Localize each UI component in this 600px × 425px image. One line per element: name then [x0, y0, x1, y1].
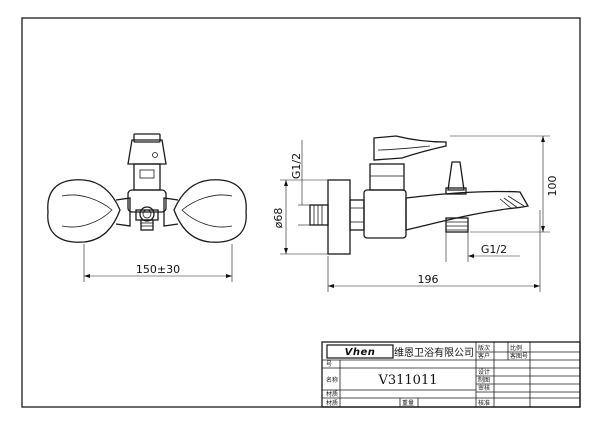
sheet-border [21, 17, 581, 408]
label-weight-left: 材质 [326, 399, 338, 407]
company-name: 维恩卫浴有限公司 [394, 346, 474, 359]
label-review: 审核 [478, 384, 490, 392]
label-part-no: 号 [326, 361, 332, 368]
label-drawing: 制图 [478, 376, 490, 384]
valve-body [363, 189, 407, 239]
label-weight: 重量 [402, 399, 414, 407]
hex-nut [349, 199, 365, 231]
diverter-knob [447, 161, 465, 191]
label-customer: 客户 [478, 352, 490, 360]
outlet-thread [140, 219, 154, 231]
indicator-dot-icon [152, 152, 158, 158]
dim-thread-outlet: G1/2 [481, 243, 507, 256]
front-view: 150±30 [47, 133, 247, 282]
inlet-pipe [309, 204, 329, 226]
spout [405, 190, 529, 231]
side-view: 196 100 ø68 G1/2 G1/2 [272, 135, 559, 292]
dim-side-width: 196 [418, 273, 439, 286]
label-name: 名称 [326, 376, 338, 384]
label-customer-no: 客图号 [510, 352, 528, 360]
label-version: 版次 [478, 344, 490, 352]
front-handle [127, 139, 167, 165]
brand-logo [326, 344, 394, 359]
outlet-ring [139, 206, 155, 222]
label-approve: 核准 [478, 399, 490, 407]
dim-thread-inlet: G1/2 [290, 153, 303, 179]
label-material: 材质 [326, 390, 338, 398]
dim-height: 100 [546, 176, 559, 197]
right-escutcheon [173, 179, 247, 243]
model-number: V311011 [377, 373, 437, 388]
side-cartridge [369, 163, 405, 191]
brand-logo-text: Vhen [345, 347, 376, 358]
wall-flange [327, 179, 351, 255]
front-body [127, 189, 167, 213]
side-handle [373, 135, 447, 161]
dim-front-width: 150±30 [136, 263, 180, 276]
cartridge-housing [133, 163, 161, 191]
label-scale: 比例 [510, 344, 522, 352]
label-design: 设计 [478, 368, 490, 376]
spout-outlet-thread [445, 217, 469, 233]
dim-diameter: ø68 [272, 208, 285, 229]
title-block: Vhen 维恩卫浴有限公司 号 名称 材质 材质 重量 V311011 版次 比… [321, 341, 581, 408]
left-escutcheon [47, 179, 121, 243]
